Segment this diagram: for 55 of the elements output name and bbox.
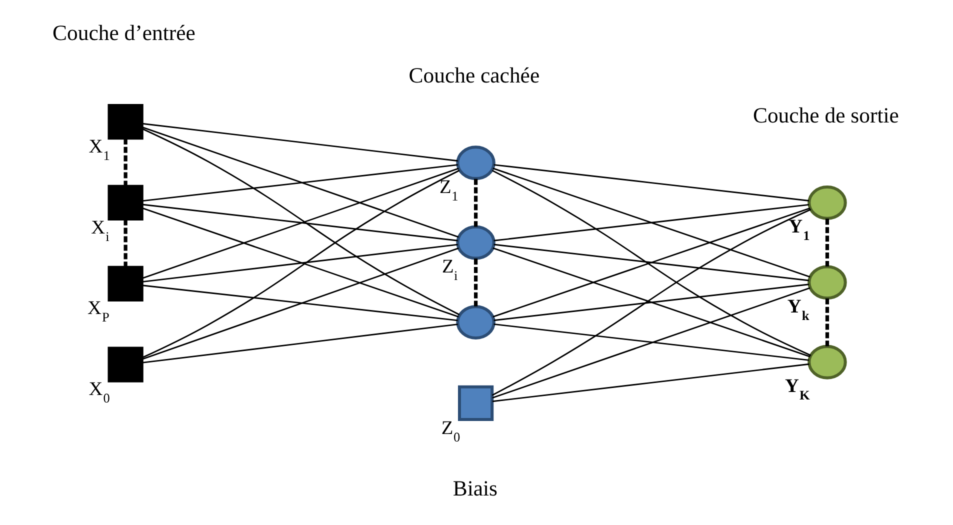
connector xyxy=(473,178,478,227)
connector xyxy=(492,168,810,278)
node-circle xyxy=(807,344,846,380)
connector xyxy=(493,284,809,322)
connector xyxy=(491,170,811,356)
connector xyxy=(492,287,810,399)
node-box xyxy=(107,346,143,382)
label: Couche d’entrée xyxy=(52,21,195,46)
node-label: X$_{1}$ xyxy=(88,136,110,163)
connector xyxy=(473,258,478,306)
node-box xyxy=(457,385,494,421)
node-label: X$_{i}$ xyxy=(90,217,109,244)
node-label: Y$_{K}$ xyxy=(784,376,810,403)
node-label: Z$_{0}$ xyxy=(440,418,460,444)
connector xyxy=(142,204,458,242)
connector xyxy=(493,164,809,202)
label: Couche cachée xyxy=(408,63,540,88)
node-box xyxy=(107,266,143,302)
connector xyxy=(141,170,460,358)
connector xyxy=(141,248,458,360)
node-circle xyxy=(807,265,846,300)
node-label: Y$_{1}$ xyxy=(788,216,810,244)
node-label: Z$_{i}$ xyxy=(441,256,458,284)
connector xyxy=(141,168,458,279)
connector xyxy=(492,208,810,318)
connector xyxy=(492,247,810,358)
connector xyxy=(493,204,809,242)
connector xyxy=(141,126,458,238)
connector xyxy=(142,122,458,162)
connector xyxy=(493,244,809,282)
node-label: Y$_{k}$ xyxy=(786,296,809,323)
label: Biais xyxy=(452,476,497,500)
connector xyxy=(493,323,809,361)
connector xyxy=(142,284,458,322)
node-label: X$_{P}$ xyxy=(87,298,109,325)
connector xyxy=(491,208,811,396)
connector xyxy=(824,218,829,267)
connector xyxy=(123,219,127,268)
node-circle xyxy=(456,146,495,180)
node-box xyxy=(107,184,143,221)
connector xyxy=(142,244,458,283)
connector xyxy=(141,128,460,316)
label: Couche de sortie xyxy=(752,103,898,128)
connector xyxy=(141,207,458,318)
node-circle xyxy=(807,186,846,220)
node-box xyxy=(107,104,143,140)
node-circle xyxy=(456,305,495,340)
connector xyxy=(824,298,829,346)
connector xyxy=(492,363,809,402)
node-circle xyxy=(456,225,495,260)
connector xyxy=(142,164,458,202)
connector xyxy=(123,138,127,186)
connector xyxy=(142,324,458,364)
node-label: Z$_{1}$ xyxy=(439,176,458,204)
node-label: X$_{0}$ xyxy=(88,379,110,406)
